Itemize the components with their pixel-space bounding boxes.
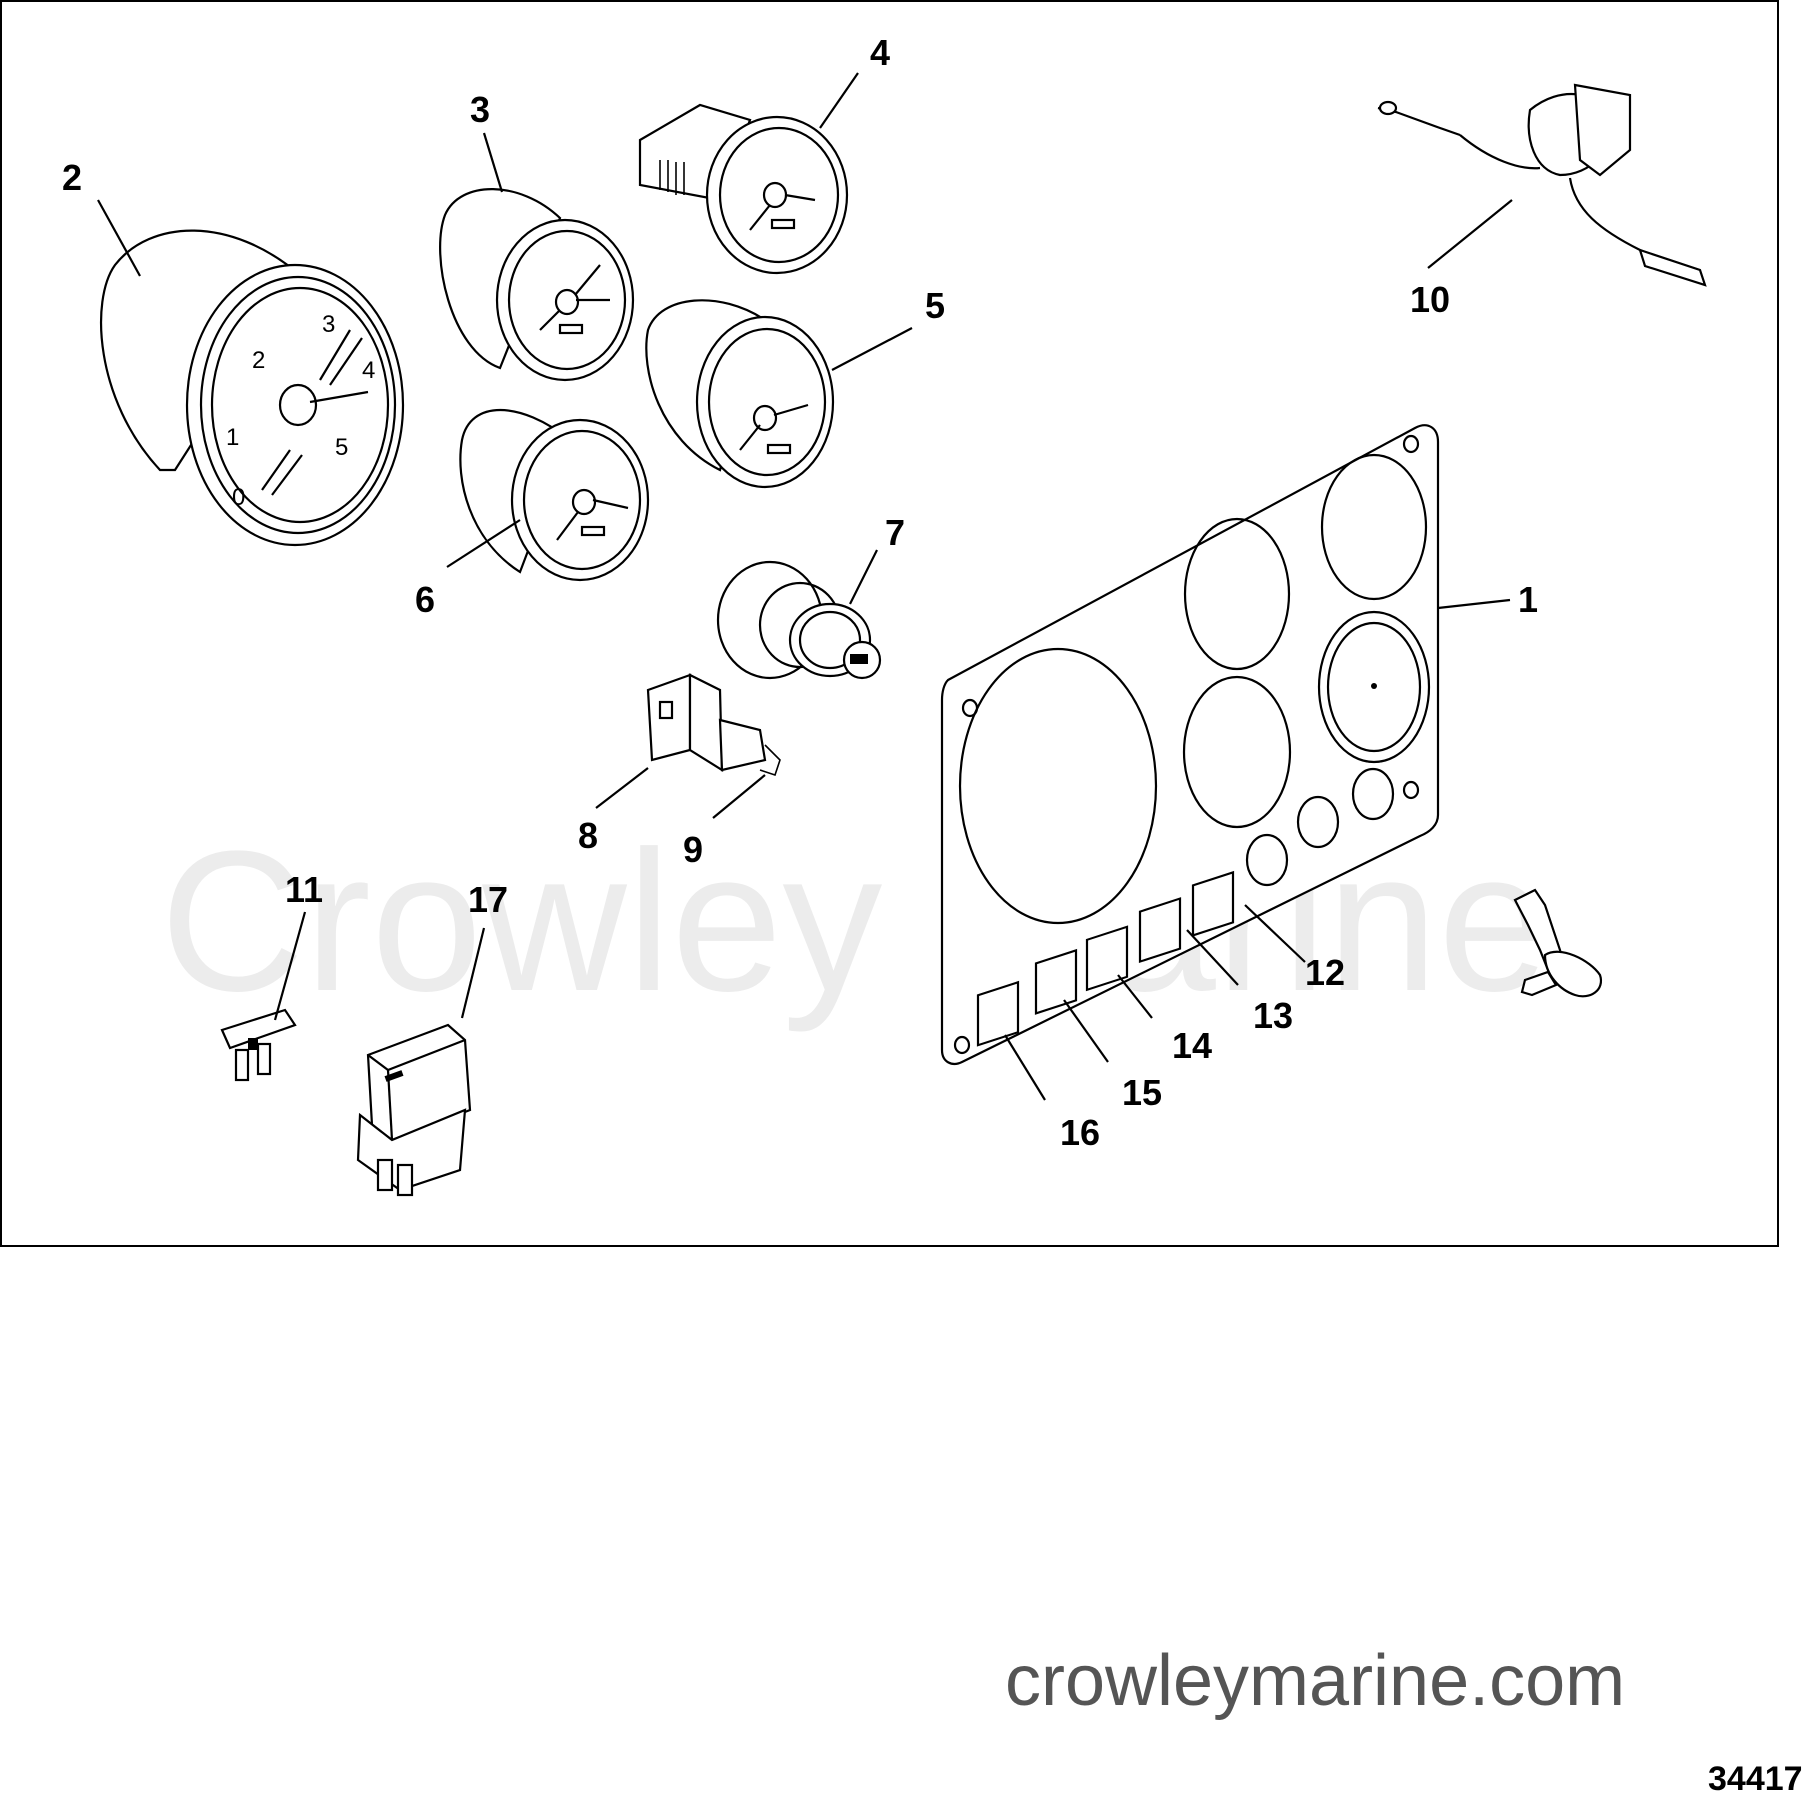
callout-10: 10 — [1410, 279, 1450, 320]
gauge-with-sender-4 — [638, 103, 849, 275]
fuse-11 — [220, 1008, 297, 1082]
small-gauge-3 — [439, 188, 635, 382]
callout-1: 1 — [1518, 579, 1538, 620]
callout-6: 6 — [415, 579, 435, 620]
rocker-switch-13 — [1138, 897, 1182, 964]
relay-17 — [356, 1023, 472, 1197]
tach-dial-0: 0 — [232, 484, 245, 511]
callout-17: 17 — [468, 879, 508, 920]
tachometer-gauge: 0 1 2 3 4 5 — [100, 229, 405, 547]
callout-5: 5 — [925, 285, 945, 326]
tach-dial-2: 2 — [252, 347, 265, 374]
tach-dial-1: 1 — [226, 424, 239, 451]
tach-dial-5: 5 — [335, 434, 348, 461]
callout-8: 8 — [578, 815, 598, 856]
mounting-bracket — [1513, 888, 1603, 998]
callout-12: 12 — [1305, 952, 1345, 993]
callout-4: 4 — [870, 32, 890, 73]
callout-16: 16 — [1060, 1112, 1100, 1153]
callout-9: 9 — [683, 829, 703, 870]
leader-lines — [97, 72, 1513, 1101]
rocker-switch-14 — [1085, 925, 1129, 992]
rocker-switch-16 — [976, 980, 1020, 1047]
toggle-switch-8-9 — [646, 673, 781, 777]
callout-7: 7 — [885, 512, 905, 553]
callout-2: 2 — [62, 157, 82, 198]
instrument-panel-1 — [940, 424, 1440, 1066]
callout-13: 13 — [1253, 995, 1293, 1036]
small-gauge-5 — [645, 299, 835, 489]
ignition-switch-7 — [716, 560, 882, 680]
tach-dial-3: 3 — [322, 311, 335, 338]
callout-14: 14 — [1172, 1025, 1212, 1066]
rocker-switch-15 — [1034, 948, 1078, 1015]
small-gauge-6 — [459, 409, 650, 582]
rocker-switch-12 — [1191, 870, 1235, 937]
diagram-frame — [0, 0, 1779, 1247]
callout-11: 11 — [285, 869, 323, 910]
callout-3: 3 — [470, 89, 490, 130]
tach-dial-4: 4 — [362, 357, 375, 384]
callout-15: 15 — [1122, 1072, 1162, 1113]
website-label: crowleymarine.com — [1005, 1641, 1625, 1721]
sender-10 — [1377, 83, 1707, 287]
figure-number: 34417 — [1708, 1760, 1803, 1798]
